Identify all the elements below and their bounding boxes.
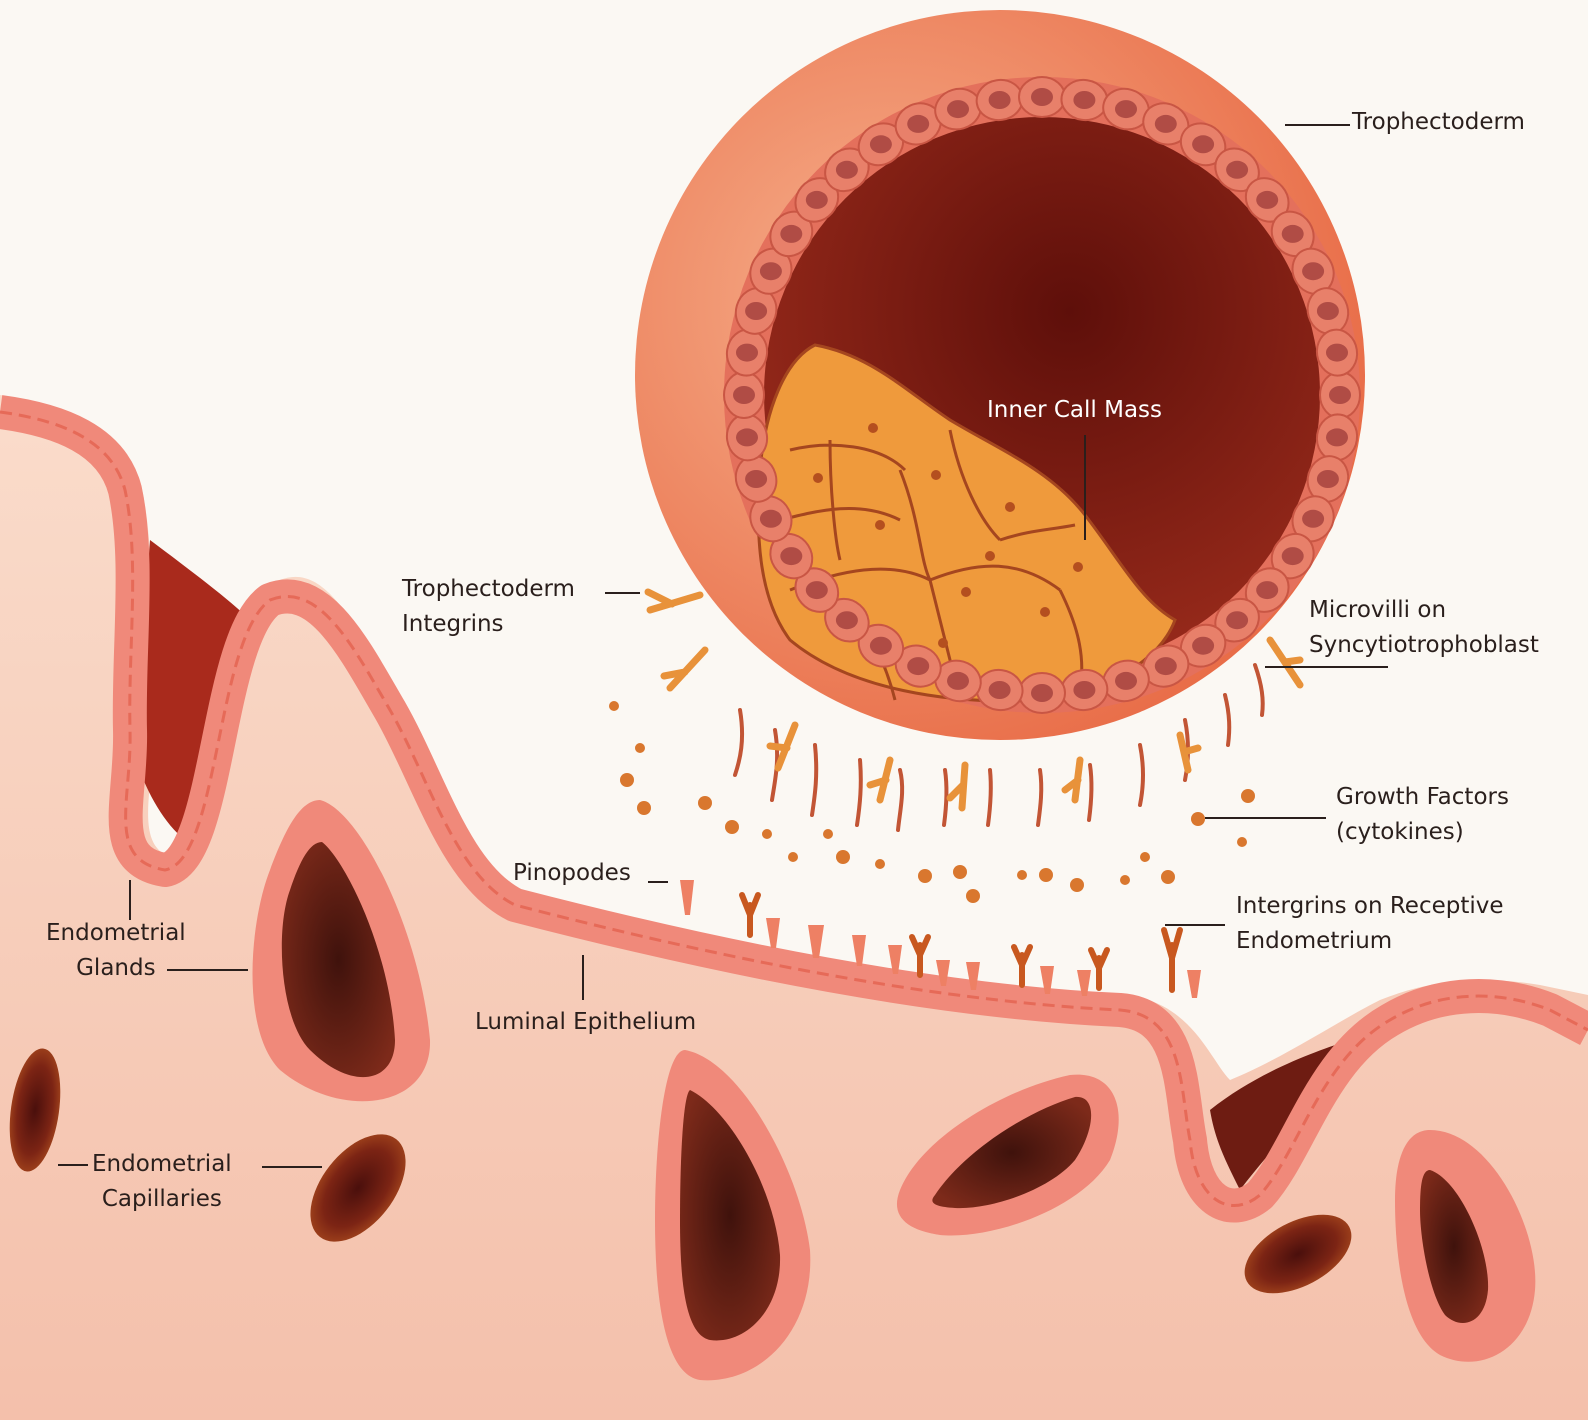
label-luminal-epithelium-text: Luminal Epithelium: [475, 1005, 696, 1040]
trophectoderm-nucleus: [1192, 135, 1214, 153]
trophectoderm-nucleus: [907, 657, 929, 675]
label-pinopodes: Pinopodes: [513, 856, 631, 891]
label-line: Integrins: [402, 607, 575, 642]
trophectoderm-nucleus: [1031, 684, 1053, 702]
label-endometrial-glands: Endometrial Glands: [46, 916, 186, 986]
trophectoderm-nucleus: [947, 100, 969, 118]
label-endometrial-capillaries: Endometrial Capillaries: [92, 1147, 232, 1217]
trophectoderm-nucleus: [1282, 225, 1304, 243]
trophectoderm-nucleus: [989, 91, 1011, 109]
label-line: Glands: [46, 951, 186, 986]
label-microvilli: Microvilli on Syncytiotrophoblast: [1309, 593, 1539, 663]
label-line: (cytokines): [1336, 815, 1509, 850]
label-pinopodes-text: Pinopodes: [513, 856, 631, 891]
label-line: Endometrium: [1236, 924, 1504, 959]
trophectoderm-nucleus: [1256, 191, 1278, 209]
label-growth-factors: Growth Factors (cytokines): [1336, 780, 1509, 850]
trophectoderm-nucleus: [870, 637, 892, 655]
trophectoderm-nucleus: [1302, 262, 1324, 280]
trophectoderm-nucleus: [1115, 672, 1137, 690]
trophectoderm-nucleus: [1302, 510, 1324, 528]
label-line: Syncytiotrophoblast: [1309, 628, 1539, 663]
label-line: Intergrins on Receptive: [1236, 889, 1504, 924]
trophectoderm-nucleus: [1317, 470, 1339, 488]
trophectoderm-nucleus: [1326, 428, 1348, 446]
trophectoderm-nucleus: [947, 672, 969, 690]
trophectoderm-nucleus: [1326, 344, 1348, 362]
label-line: Capillaries: [92, 1182, 232, 1217]
label-inner-cell-mass-text: Inner Call Mass: [987, 393, 1162, 428]
trophectoderm-nucleus: [1317, 302, 1339, 320]
trophectoderm-nucleus: [907, 115, 929, 133]
trophectoderm-nucleus: [806, 581, 828, 599]
label-trophectoderm: Trophectoderm: [1352, 105, 1525, 140]
trophectoderm-nucleus: [1256, 581, 1278, 599]
trophectoderm-nucleus: [1031, 88, 1053, 106]
trophectoderm-nucleus: [1282, 547, 1304, 565]
label-line: Trophectoderm: [402, 572, 575, 607]
trophectoderm-nucleus: [736, 344, 758, 362]
label-line: Endometrial: [92, 1147, 232, 1182]
trophectoderm-nucleus: [745, 470, 767, 488]
trophectoderm-nucleus: [760, 262, 782, 280]
trophectoderm-nucleus: [1073, 681, 1095, 699]
trophectoderm-nucleus: [745, 302, 767, 320]
label-inner-cell-mass: Inner Call Mass: [987, 393, 1162, 428]
trophectoderm-nucleus: [760, 510, 782, 528]
label-trophectoderm-integrins: Trophectoderm Integrins: [402, 572, 575, 642]
label-trophectoderm-text: Trophectoderm: [1352, 105, 1525, 140]
trophectoderm-nucleus: [736, 428, 758, 446]
trophectoderm-nucleus: [1073, 91, 1095, 109]
trophectoderm-nucleus: [780, 547, 802, 565]
trophectoderm-nucleus: [1192, 637, 1214, 655]
trophectoderm-nucleus: [836, 611, 858, 629]
trophectoderm-nucleus: [1115, 100, 1137, 118]
trophectoderm-nucleus: [870, 135, 892, 153]
label-luminal-epithelium: Luminal Epithelium: [475, 1005, 696, 1040]
trophectoderm-nucleus: [1226, 161, 1248, 179]
trophectoderm-nucleus: [780, 225, 802, 243]
label-line: Endometrial: [46, 916, 186, 951]
label-integrins-endometrium: Intergrins on Receptive Endometrium: [1236, 889, 1504, 959]
trophectoderm-nucleus: [836, 161, 858, 179]
trophectoderm-nucleus: [733, 386, 755, 404]
label-line: Growth Factors: [1336, 780, 1509, 815]
trophectoderm-nucleus: [1329, 386, 1351, 404]
trophectoderm-nucleus: [806, 191, 828, 209]
trophectoderm-nucleus: [1155, 115, 1177, 133]
trophectoderm-nucleus: [1226, 611, 1248, 629]
label-line: Microvilli on: [1309, 593, 1539, 628]
trophectoderm-nucleus: [1155, 657, 1177, 675]
trophectoderm-nucleus: [989, 681, 1011, 699]
